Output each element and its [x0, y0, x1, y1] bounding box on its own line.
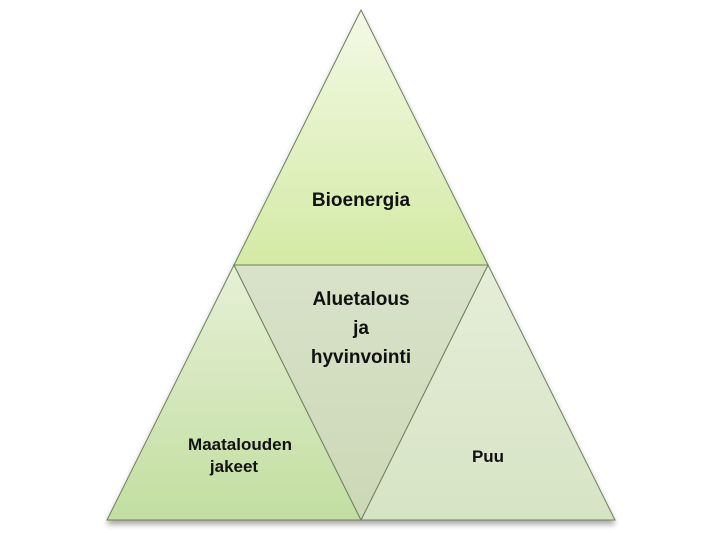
top-label: Bioenergia	[312, 190, 411, 211]
left-label-line-1: Maatalouden	[188, 435, 292, 454]
left-label-line-2: jakeet	[209, 457, 259, 476]
center-label-line-3: hyvinvointi	[311, 347, 411, 368]
center-label-line-1: Aluetalous	[312, 289, 409, 310]
center-label-line-2: ja	[352, 318, 369, 339]
center-inverted-triangle	[233, 264, 489, 522]
right-label: Puu	[472, 447, 504, 466]
top-triangle	[233, 8, 489, 266]
